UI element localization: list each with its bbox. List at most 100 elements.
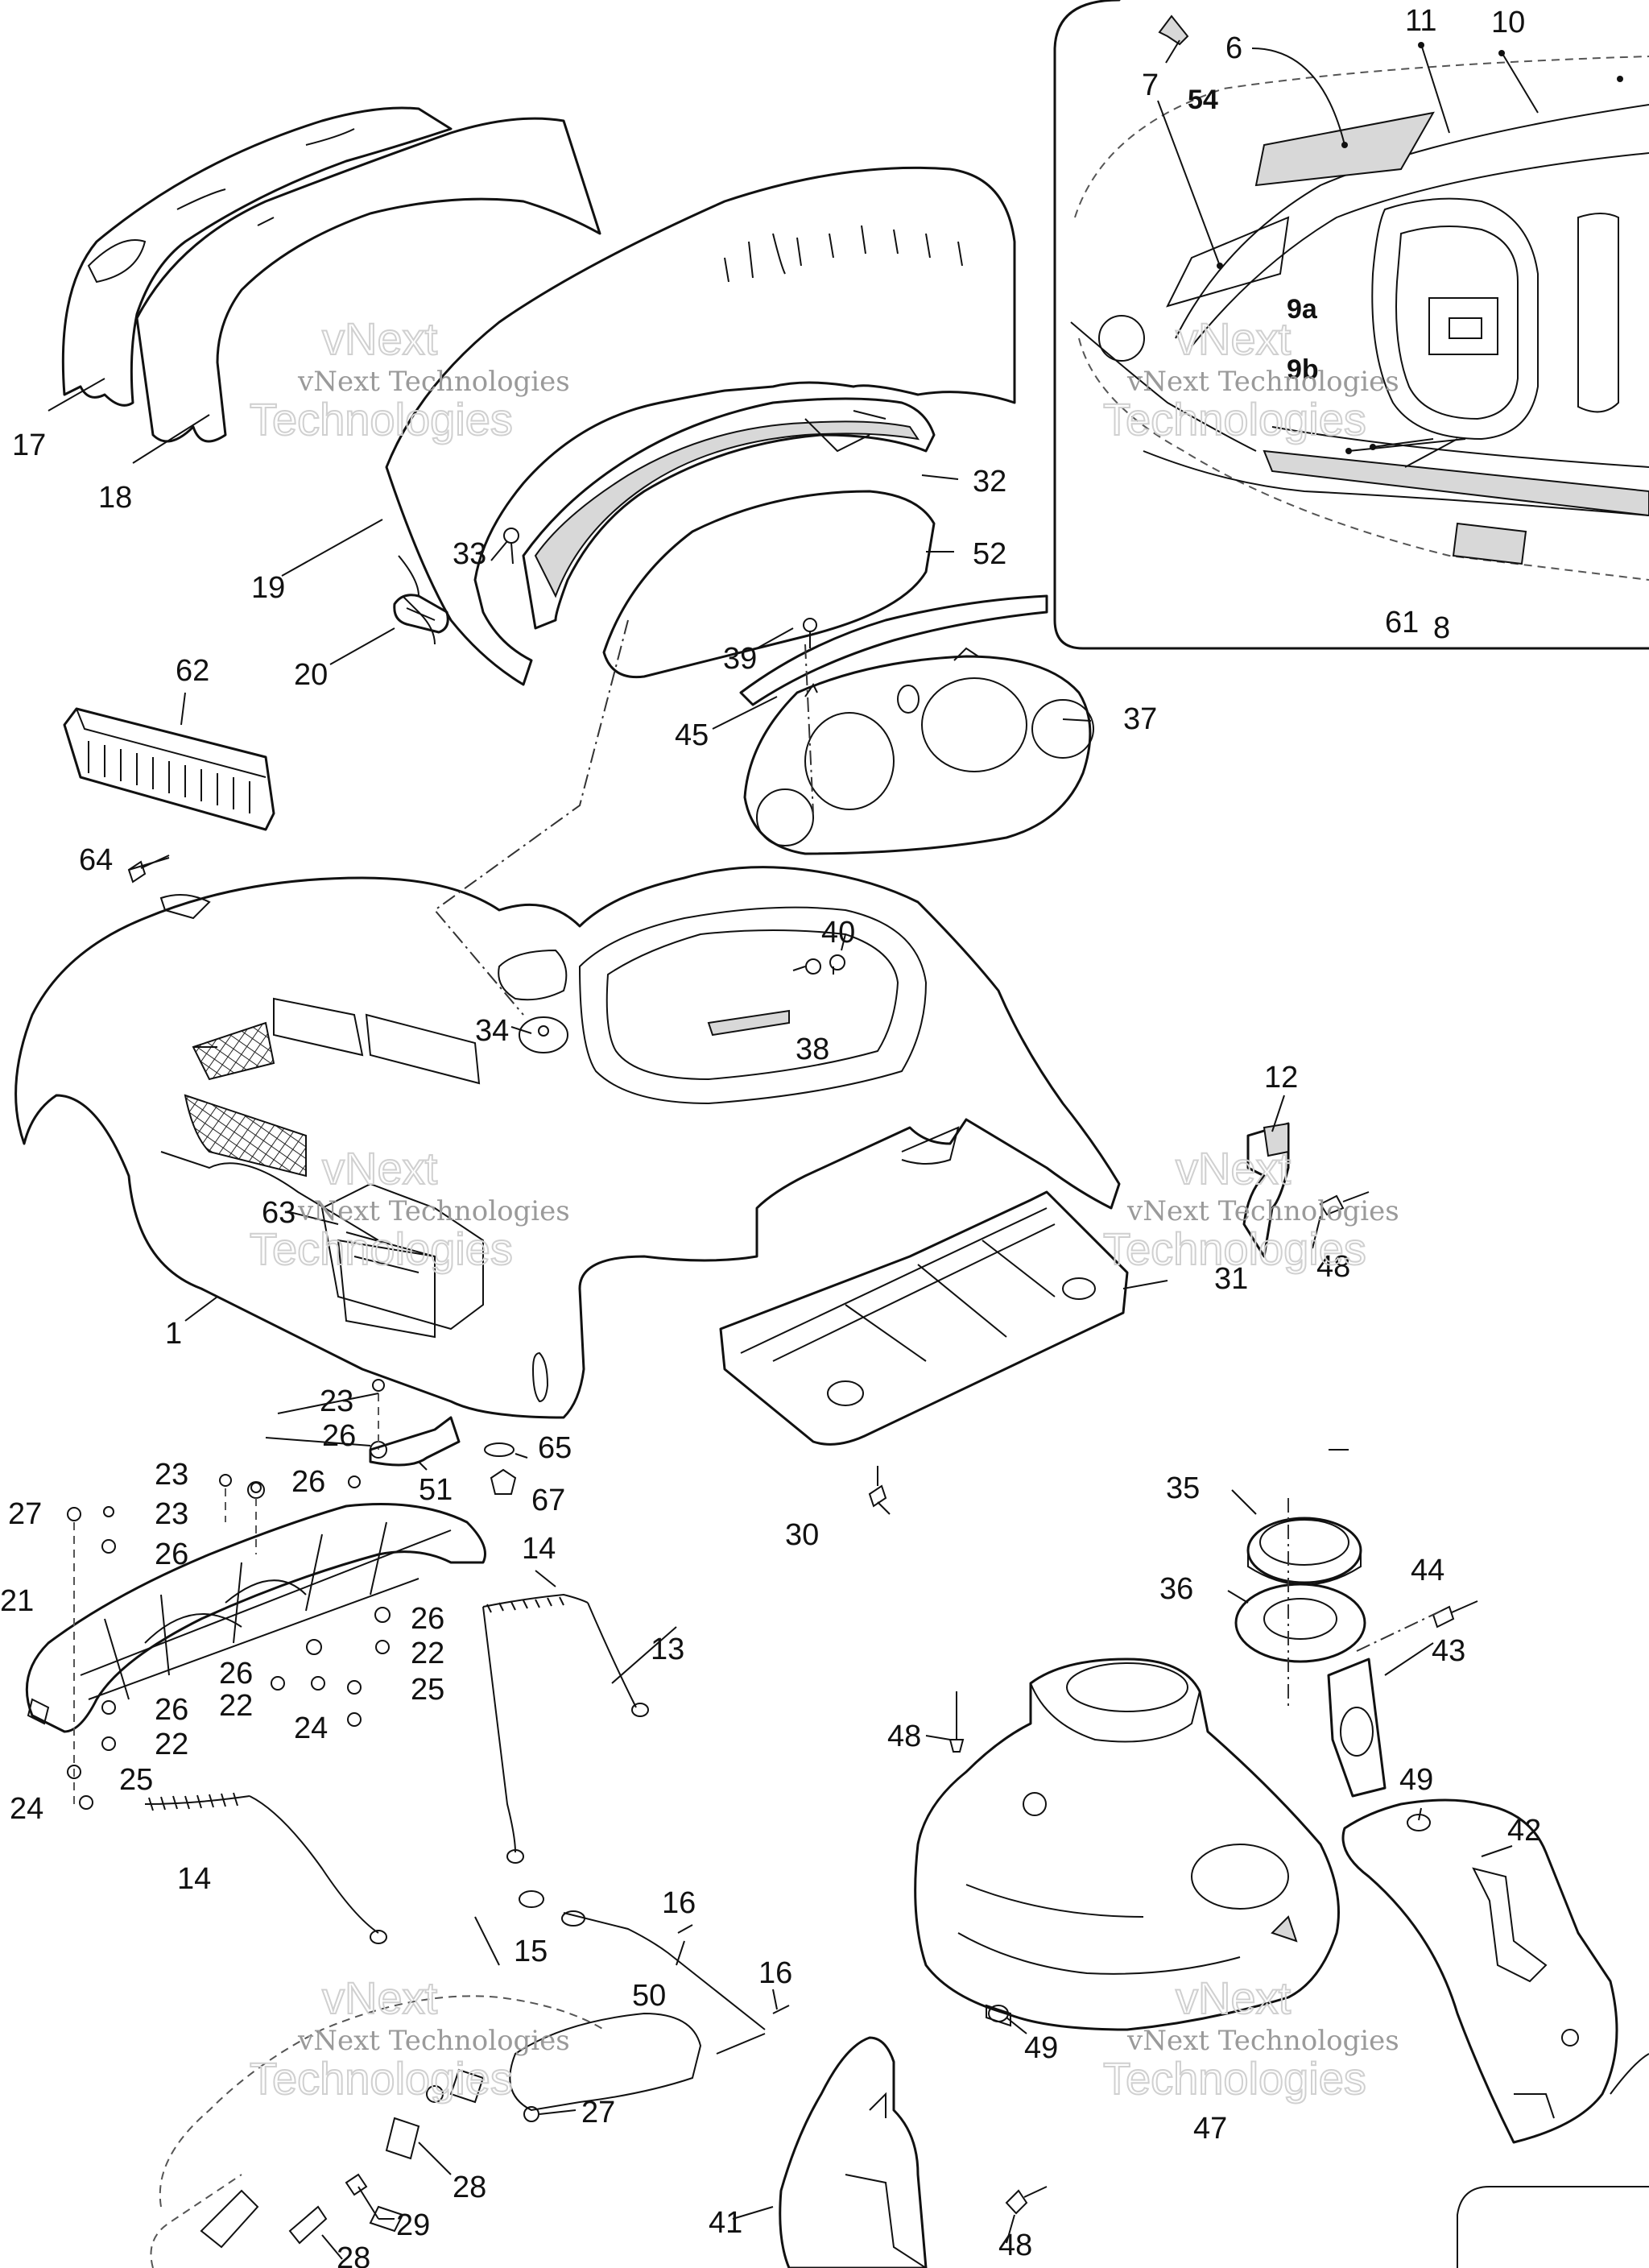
detail-inset xyxy=(1053,0,1649,650)
svg-text:vNext Technologies: vNext Technologies xyxy=(297,1195,570,1227)
gauge-bezel-37 xyxy=(743,647,1094,855)
ring-15 xyxy=(519,1890,585,1927)
rivet-48-lower xyxy=(1005,2186,1048,2215)
side-panel-41 xyxy=(779,2036,928,2268)
screw-39 xyxy=(803,618,817,648)
spring-14-lower xyxy=(144,1792,387,1944)
bracket-12 xyxy=(1242,1122,1290,1258)
label-35: 35 xyxy=(1166,1471,1200,1505)
label-32: 32 xyxy=(973,465,1006,499)
label-25-b: 25 xyxy=(119,1763,153,1797)
label-23-c: 23 xyxy=(155,1497,188,1531)
label-7: 7 xyxy=(1142,68,1159,102)
label-48-upper: 48 xyxy=(1316,1250,1350,1284)
label-37: 37 xyxy=(1123,702,1157,736)
svg-text:Technologies: Technologies xyxy=(250,394,513,445)
label-30: 30 xyxy=(785,1518,819,1552)
svg-text:vNext Technologies: vNext Technologies xyxy=(1126,366,1399,398)
rod-50 xyxy=(563,1912,766,2030)
label-48-lower: 48 xyxy=(998,2229,1032,2262)
label-27-b: 27 xyxy=(581,2096,615,2129)
pin-16 xyxy=(677,1924,790,2014)
label-6: 6 xyxy=(1225,31,1242,65)
label-47: 47 xyxy=(1193,2112,1227,2146)
label-45: 45 xyxy=(675,718,709,752)
label-19: 19 xyxy=(251,571,285,605)
label-26-f: 26 xyxy=(155,1693,188,1727)
label-12: 12 xyxy=(1264,1061,1298,1095)
svg-text:Technologies: Technologies xyxy=(250,2053,513,2104)
side-panel-42 xyxy=(1341,1798,1618,2144)
leader-lines xyxy=(48,39,1623,2260)
label-43: 43 xyxy=(1432,1634,1465,1668)
label-62: 62 xyxy=(176,654,209,688)
watermark-1: vNext Technologies vNext Technologies xyxy=(249,312,570,445)
label-67: 67 xyxy=(531,1484,565,1517)
svg-text:vNext: vNext xyxy=(1176,1143,1292,1194)
label-28-a: 28 xyxy=(453,2171,486,2204)
cover-52 xyxy=(602,490,936,679)
watermarks: vNext Technologies vNext Technologies vN… xyxy=(249,312,1399,2105)
lower-bumper-assembly xyxy=(150,1995,702,2268)
watermark-5: vNext Technologies vNext Technologies xyxy=(249,1972,570,2105)
label-63: 63 xyxy=(262,1196,295,1230)
label-13: 13 xyxy=(651,1633,684,1666)
nut-35 xyxy=(1246,1517,1362,1586)
watermark-3: vNext Technologies vNext Technologies xyxy=(249,1142,570,1275)
label-44: 44 xyxy=(1411,1554,1444,1587)
label-65: 65 xyxy=(538,1431,572,1465)
front-shell-17 xyxy=(61,106,453,407)
svg-text:vNext: vNext xyxy=(1176,313,1292,364)
opening-63 xyxy=(320,1182,484,1331)
label-16-b: 16 xyxy=(758,1956,792,1990)
label-27-a: 27 xyxy=(8,1497,42,1531)
screw-33 xyxy=(503,528,519,565)
windshield-19 xyxy=(385,166,1016,686)
clip-49-lower xyxy=(986,2004,1011,2027)
label-9a: 9a xyxy=(1287,294,1318,325)
svg-text:vNext: vNext xyxy=(322,313,438,364)
label-51: 51 xyxy=(419,1473,453,1507)
clip-20 xyxy=(393,594,449,634)
svg-text:vNext: vNext xyxy=(322,1972,438,2023)
spring-14-upper xyxy=(482,1593,589,1613)
assembly-lines xyxy=(433,619,1442,1707)
label-11: 11 xyxy=(1405,4,1436,38)
gasket-43 xyxy=(1327,1658,1387,1798)
bumper-21 xyxy=(25,1503,486,1733)
svg-text:Technologies: Technologies xyxy=(1103,394,1366,445)
label-20: 20 xyxy=(294,658,328,692)
strip-45 xyxy=(739,594,1048,706)
svg-text:vNext Technologies: vNext Technologies xyxy=(297,2025,570,2057)
label-22-b: 22 xyxy=(219,1689,253,1723)
bracket-51 xyxy=(369,1416,461,1467)
label-48-middle: 48 xyxy=(887,1720,921,1753)
label-10: 10 xyxy=(1491,6,1525,39)
label-49-lower: 49 xyxy=(1024,2031,1058,2065)
label-8: 8 xyxy=(1433,611,1450,645)
belly-pan-31 xyxy=(719,1190,1129,1446)
bumper-fasteners xyxy=(67,1379,391,1810)
label-64: 64 xyxy=(79,843,113,877)
visor-32 xyxy=(522,397,936,630)
label-15: 15 xyxy=(514,1935,548,1968)
cable-13 xyxy=(482,1602,649,1864)
label-61: 61 xyxy=(1385,606,1419,639)
label-26-c: 26 xyxy=(155,1538,188,1571)
nut-67 xyxy=(490,1468,517,1495)
label-26-b: 26 xyxy=(291,1465,325,1499)
label-41: 41 xyxy=(709,2206,742,2240)
label-23-b: 23 xyxy=(155,1458,188,1492)
front-shell-18 xyxy=(135,117,601,443)
label-34: 34 xyxy=(475,1014,509,1048)
svg-text:vNext Technologies: vNext Technologies xyxy=(1126,1195,1399,1227)
washer-65 xyxy=(484,1442,515,1457)
svg-text:vNext Technologies: vNext Technologies xyxy=(1126,2025,1399,2057)
label-22-a: 22 xyxy=(411,1637,444,1670)
label-26-e: 26 xyxy=(219,1657,253,1691)
label-23-a: 23 xyxy=(320,1384,353,1418)
svg-text:Technologies: Technologies xyxy=(1103,2053,1366,2104)
watermark-4: vNext Technologies vNext Technologies xyxy=(1102,1142,1399,1275)
svg-text:vNext: vNext xyxy=(1176,1972,1292,2023)
